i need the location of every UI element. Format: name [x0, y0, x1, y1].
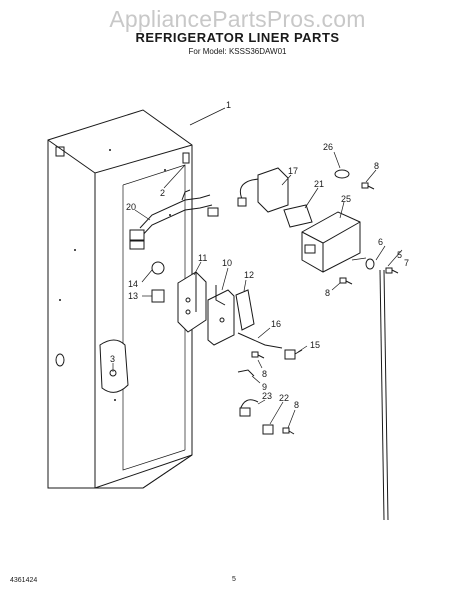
part-23 — [239, 399, 259, 417]
part-16 — [237, 332, 283, 349]
callout-10: 10 — [222, 258, 232, 268]
callout-13: 13 — [128, 291, 138, 301]
model-subtitle: For Model: KSSS36DAW01 — [188, 47, 287, 56]
leader-lines — [112, 107, 403, 429]
page-title: REFRIGERATOR LINER PARTS — [135, 30, 340, 45]
callout-26: 26 — [323, 142, 333, 152]
part-9 — [237, 369, 255, 377]
callout-2: 2 — [160, 188, 165, 198]
callout-20: 20 — [126, 202, 136, 212]
callout-1: 1 — [226, 100, 231, 110]
callout-25: 25 — [341, 194, 351, 204]
part-13 — [151, 289, 165, 303]
callout-16: 16 — [271, 319, 281, 329]
liner-box — [47, 109, 193, 489]
callout-21: 21 — [314, 179, 324, 189]
part-10 — [207, 285, 235, 346]
callout-8d: 8 — [294, 400, 299, 410]
part-22 — [262, 424, 274, 435]
callout-5: 5 — [397, 250, 402, 260]
callout-17: 17 — [288, 166, 298, 176]
page-number: 5 — [232, 576, 236, 583]
part-11 — [177, 271, 207, 333]
callout-7: 7 — [404, 258, 409, 268]
callout-6: 6 — [378, 237, 383, 247]
screw-8d — [282, 427, 295, 435]
callout-12: 12 — [244, 270, 254, 280]
part-21 — [283, 204, 313, 228]
callout-15: 15 — [310, 340, 320, 350]
callout-14: 14 — [128, 279, 138, 289]
callout-9: 9 — [262, 382, 267, 392]
wiring-harness — [129, 189, 219, 250]
part-12 — [235, 289, 255, 331]
callout-labels: 1 2 3 20 17 21 25 26 8 6 5 7 8 11 10 12 … — [110, 100, 409, 410]
part-25 — [301, 211, 361, 273]
callout-11: 11 — [198, 253, 207, 263]
callout-8a: 8 — [374, 161, 379, 171]
callout-8b: 8 — [325, 288, 330, 298]
screw-8b — [339, 277, 353, 285]
callout-22: 22 — [279, 393, 289, 403]
document-number: 4361424 — [10, 577, 38, 584]
part-26 — [334, 169, 375, 190]
watermark: AppliancePartsPros.com — [109, 6, 366, 32]
part-rod — [365, 258, 399, 521]
callout-8c: 8 — [262, 369, 267, 379]
callout-3: 3 — [110, 354, 115, 364]
screw-8c — [251, 351, 265, 359]
part-17 — [237, 167, 289, 213]
callout-23: 23 — [262, 391, 272, 401]
part-14 — [151, 261, 165, 275]
